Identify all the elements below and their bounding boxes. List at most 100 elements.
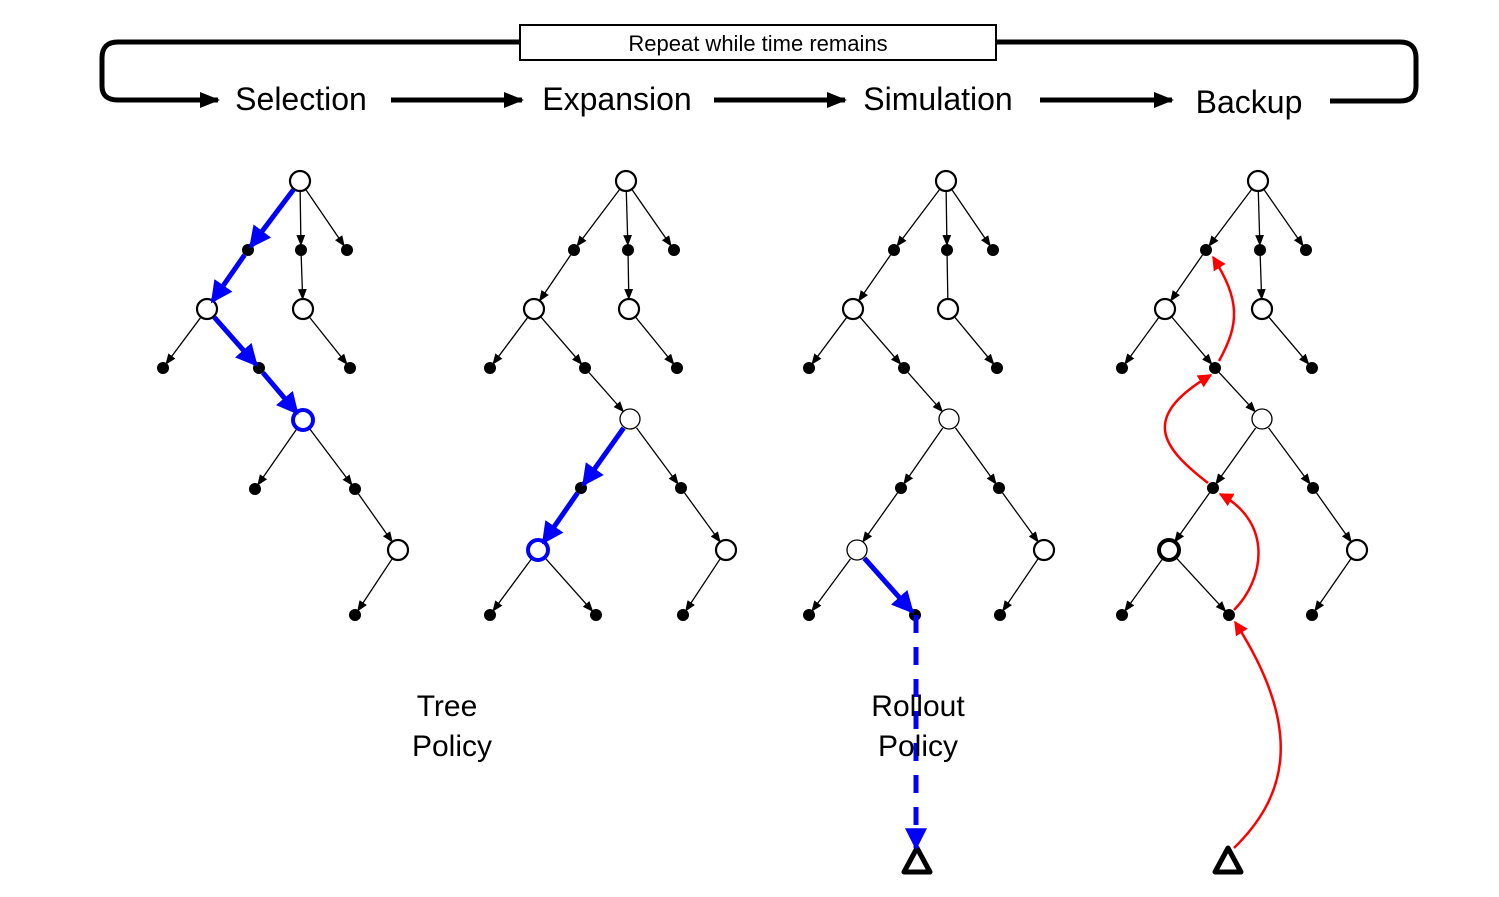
repeat-label-box: [519, 24, 997, 61]
tree-edge: [896, 189, 940, 247]
tree-edge: [297, 255, 307, 301]
tree-edge: [631, 189, 672, 247]
repeat-label: Repeat while time remains: [628, 31, 887, 56]
tree-edge: [1124, 317, 1160, 365]
node-layer: [157, 169, 410, 621]
tree-edge: [942, 191, 952, 247]
rollout-policy-label-line2: Policy: [878, 730, 958, 763]
tree-edge: [1268, 427, 1311, 485]
tree-edge: [1001, 492, 1039, 543]
node-layer: [484, 169, 738, 621]
action-node: [1307, 482, 1319, 494]
action-node: [622, 244, 634, 256]
state-node: [841, 297, 865, 321]
path-overlay: [862, 556, 927, 851]
tree-edge: [540, 316, 583, 366]
phase-label-simulation: Simulation: [863, 81, 1012, 117]
tree-edge: [1002, 558, 1039, 612]
tree-edge: [309, 317, 348, 365]
node-layer: [1116, 169, 1369, 875]
action-node: [295, 244, 307, 256]
action-node: [249, 483, 261, 495]
action-node: [1223, 609, 1235, 621]
tree-edge: [685, 558, 721, 612]
state-node: [386, 538, 410, 562]
loop-connector-left: [99, 39, 520, 108]
tree-edge: [1255, 191, 1264, 247]
tree-edge: [903, 427, 944, 485]
tree-edge: [492, 317, 528, 365]
backup-edge: [1163, 373, 1213, 484]
loop-connector-right: [996, 39, 1419, 104]
state-node: [617, 297, 641, 321]
tree-edge: [357, 493, 393, 543]
action-node: [803, 609, 815, 621]
tree-edge: [683, 492, 721, 543]
tree-edge: [1314, 558, 1352, 612]
tree-policy-edge: [210, 253, 247, 304]
selected-state-node: [526, 538, 550, 562]
action-node: [1300, 244, 1312, 256]
tree-policy-label-line2: Policy: [412, 730, 492, 763]
node-layer: [803, 169, 1056, 875]
action-node: [590, 609, 602, 621]
tree-edge: [1208, 189, 1252, 247]
action-node: [675, 482, 687, 494]
path-overlay: [210, 188, 300, 415]
state-node: [936, 297, 960, 321]
action-node: [1116, 362, 1128, 374]
tree-edge: [1268, 316, 1310, 366]
state-node: [846, 539, 868, 561]
action-node: [344, 362, 356, 374]
tree-edge: [309, 428, 353, 486]
tree-edge: [1315, 492, 1352, 543]
edge-layer: [165, 189, 393, 612]
tree-edge: [859, 316, 902, 366]
action-node: [1209, 362, 1221, 374]
state-node: [619, 408, 641, 430]
action-node: [987, 244, 999, 256]
state-node: [1246, 169, 1270, 193]
action-node: [349, 483, 361, 495]
state-node: [1251, 408, 1273, 430]
state-node: [934, 169, 958, 193]
action-node: [1306, 362, 1318, 374]
state-node: [1153, 297, 1177, 321]
rollout-policy-label-line1: Rollout: [871, 690, 965, 723]
tree-edge: [1170, 254, 1204, 302]
tree-policy-edge: [581, 426, 626, 487]
tree-edge: [165, 317, 201, 365]
tree-simulation: [803, 169, 1056, 875]
action-node: [349, 609, 361, 621]
state-node: [938, 408, 960, 430]
phase-label-expansion: Expansion: [542, 81, 691, 117]
action-node: [157, 362, 169, 374]
action-node: [993, 482, 1005, 494]
action-node: [341, 244, 353, 256]
state-node: [195, 297, 219, 321]
action-node: [668, 244, 680, 256]
state-node: [1345, 538, 1369, 562]
terminal-triangle-icon: [901, 845, 933, 875]
tree-edge: [492, 558, 532, 612]
tree-backup: [1116, 169, 1369, 875]
tree-edge: [623, 191, 632, 247]
tree-edge: [544, 557, 594, 613]
tree-edge: [305, 189, 345, 247]
action-node: [941, 244, 953, 256]
backup-edge: [1233, 620, 1282, 849]
tree-edge: [946, 255, 949, 300]
state-node: [714, 538, 738, 562]
tree-policy-edge: [862, 556, 915, 614]
state-node: [291, 297, 315, 321]
tree-edge: [1124, 558, 1164, 612]
edge-layer: [811, 189, 1039, 612]
tree-edge: [858, 254, 892, 302]
tree-edge: [357, 558, 393, 612]
terminal-triangle-icon: [1212, 845, 1244, 875]
tree-edge: [1218, 371, 1256, 413]
action-node: [484, 362, 496, 374]
tree-edge: [954, 317, 995, 365]
tree-edge: [1263, 189, 1304, 247]
